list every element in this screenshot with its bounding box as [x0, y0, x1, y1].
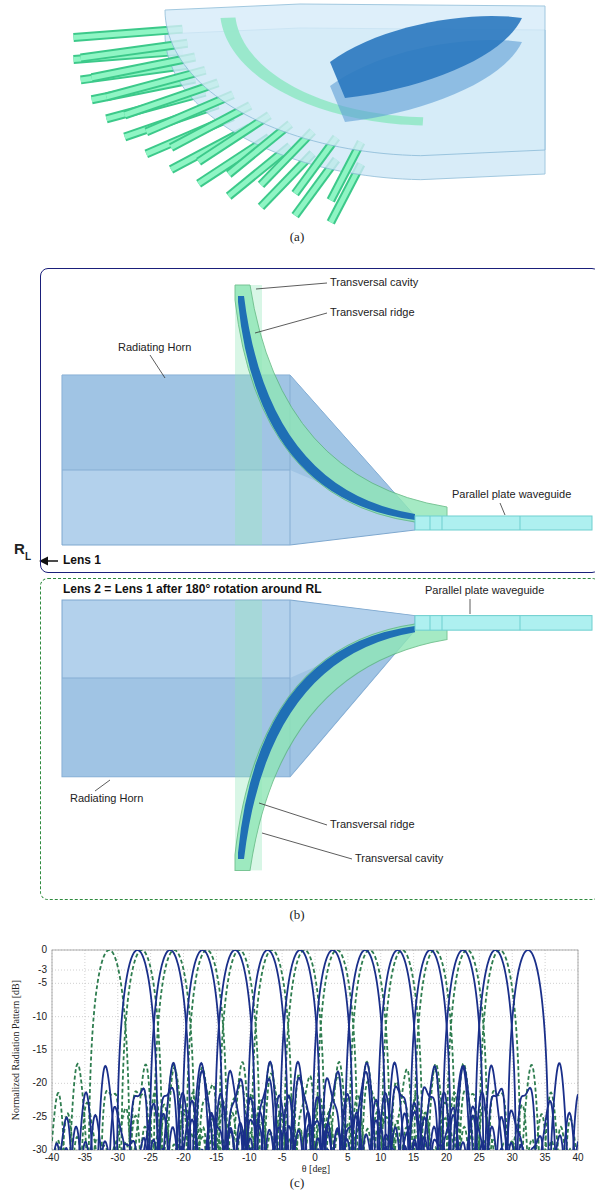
- feed-waveguide: [74, 29, 183, 37]
- beam-pattern-solid: [52, 950, 578, 1150]
- tick-label: -10: [242, 1152, 256, 1164]
- lens-2-box: Lens 2 = Lens 1 after 180° rotation arou…: [40, 578, 595, 900]
- lens-slab: [165, 4, 545, 156]
- leader-line: [255, 313, 327, 333]
- leader-line: [262, 833, 352, 859]
- panel-label: (b): [289, 908, 304, 923]
- beam-pattern-solid: [52, 950, 578, 1150]
- beam-pattern-dashed: [52, 950, 578, 1150]
- beam-pattern-solid: [52, 950, 578, 1150]
- beam-pattern-dashed: [52, 950, 578, 1150]
- panel-label: (c): [290, 1176, 304, 1191]
- part-label: Transversal ridge: [330, 818, 415, 831]
- beam-pattern-solid: [52, 950, 578, 1150]
- part-label: Radiating Horn: [70, 792, 143, 805]
- feed-waveguide-face: [74, 29, 183, 37]
- tick-label: 35: [540, 1152, 551, 1164]
- radiation-pattern-chart: [52, 950, 578, 1170]
- tick-label: 30: [507, 1152, 518, 1164]
- tick-label: 0: [312, 1152, 318, 1164]
- beam-pattern-dashed: [52, 950, 578, 1150]
- tick-label: -25: [143, 1152, 157, 1164]
- beam-pattern-dashed: [52, 950, 578, 1150]
- antenna-3d-view: [74, 4, 545, 222]
- lens-1-drawing: [62, 285, 592, 545]
- feed-waveguide: [331, 142, 361, 200]
- tick-label: -30: [111, 1152, 125, 1164]
- beam-pattern-dashed: [52, 950, 578, 1150]
- beam-pattern-solid: [52, 950, 578, 1150]
- leader-line: [256, 283, 327, 289]
- box-title: Lens 1: [63, 553, 591, 567]
- leader-line: [259, 803, 327, 825]
- beam-pattern-solid: [52, 950, 578, 1150]
- axis-subscript: L: [25, 551, 31, 563]
- feed-waveguide-face: [331, 142, 361, 200]
- lens-2-drawing: [62, 600, 592, 870]
- tick-label: 25: [474, 1152, 485, 1164]
- lens-1-box: Lens 1: [40, 268, 595, 573]
- beam-pattern-solid: [52, 950, 578, 1150]
- feed-waveguide-face: [81, 43, 188, 58]
- beam-pattern-dashed: [52, 950, 578, 1150]
- axis-symbol: R: [14, 540, 25, 557]
- beam-pattern-dashed: [52, 950, 578, 1150]
- beam-pattern-dashed: [52, 950, 578, 1150]
- feed-waveguide: [171, 106, 250, 148]
- tick-label: 5: [345, 1152, 351, 1164]
- part-label: Transversal cavity: [355, 852, 443, 865]
- leader-line: [470, 599, 471, 614]
- tick-label: 10: [375, 1152, 386, 1164]
- leader-line: [500, 503, 505, 515]
- tick-label: -40: [45, 1152, 59, 1164]
- beam-pattern-solid: [52, 950, 578, 1150]
- tick-label: -3: [38, 964, 47, 976]
- tick-label: 40: [572, 1152, 583, 1164]
- grid-line: [52, 970, 578, 971]
- beam-pattern-dashed: [52, 950, 578, 1150]
- panel-label: (a): [290, 230, 304, 245]
- beam-pattern-solid: [52, 950, 578, 1150]
- leader-lines: [95, 283, 505, 859]
- tick-label: -15: [209, 1152, 223, 1164]
- tick-label: -5: [278, 1152, 287, 1164]
- beam-pattern-dashed: [52, 950, 578, 1150]
- leader-line: [150, 355, 165, 378]
- part-label: Transversal cavity: [330, 276, 418, 289]
- tick-label: -25: [33, 1111, 47, 1123]
- beam-pattern-solid: [52, 950, 578, 1150]
- part-label: Transversal ridge: [330, 306, 415, 319]
- axis-title: Normalized Radiation Pattern [dB]: [10, 980, 22, 1120]
- beam-pattern-dashed: [52, 950, 578, 1150]
- tick-label: 15: [408, 1152, 419, 1164]
- beam-pattern-solid: [52, 950, 578, 1150]
- beam-pattern-dashed: [52, 950, 578, 1150]
- lens-ridge: [330, 16, 522, 98]
- feed-waveguide-face: [171, 106, 250, 148]
- tick-label: -20: [176, 1152, 190, 1164]
- part-label: Parallel plate waveguide: [452, 488, 571, 501]
- tick-label: -15: [33, 1044, 47, 1056]
- tick-label: -20: [33, 1078, 47, 1090]
- part-label: Parallel plate waveguide: [425, 584, 544, 597]
- tick-label: -35: [78, 1152, 92, 1164]
- tick-label: -5: [38, 978, 47, 990]
- tick-label: -10: [33, 1011, 47, 1023]
- feed-waveguide-face: [295, 137, 336, 193]
- beam-pattern-solid: [52, 950, 578, 1150]
- leader-line: [95, 780, 110, 791]
- feed-waveguide: [81, 43, 188, 58]
- part-label: Radiating Horn: [118, 341, 191, 354]
- tick-label: 0: [41, 944, 47, 956]
- beam-pattern-dashed: [52, 950, 578, 1150]
- beam-pattern-solid: [52, 950, 578, 1150]
- beam-curves: [52, 950, 578, 1150]
- tick-label: 20: [441, 1152, 452, 1164]
- axis-title: θ [deg]: [302, 1163, 330, 1175]
- feed-waveguide: [295, 137, 336, 193]
